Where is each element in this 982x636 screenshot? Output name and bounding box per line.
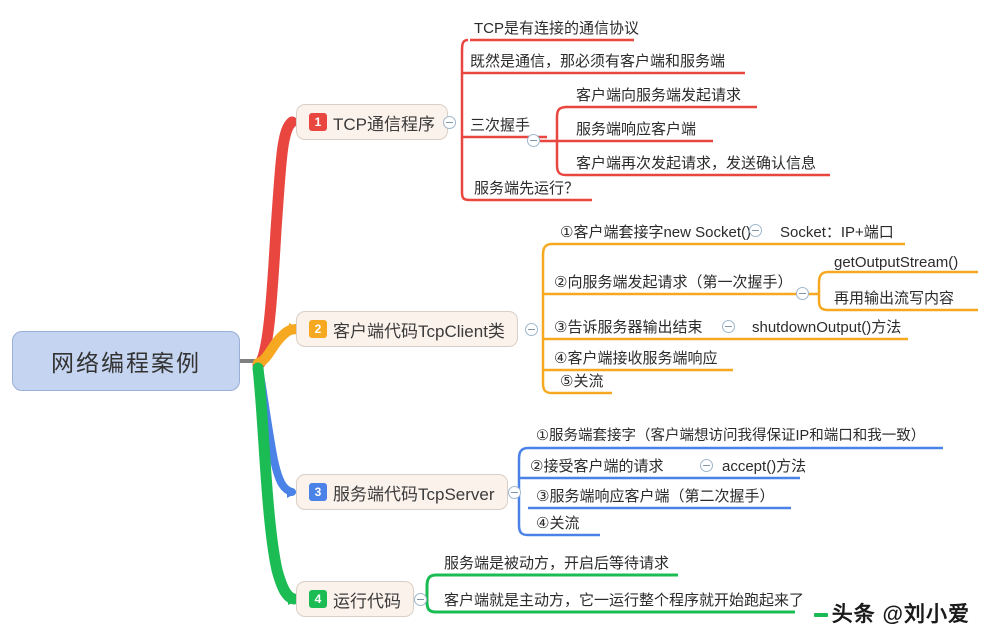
leaf-hs-client-confirm[interactable]: 客户端再次发起请求，发送确认信息: [576, 155, 817, 172]
leaf-client-send-request[interactable]: ②向服务端发起请求（第一次握手）: [554, 274, 793, 291]
branch-label-4: 运行代码: [333, 591, 401, 611]
leaf-accept-client-request[interactable]: ②接受客户端的请求: [530, 458, 664, 475]
leaf-client-socket[interactable]: ①客户端套接字new Socket(): [560, 224, 751, 241]
branch-badge-3: 3: [309, 483, 327, 501]
branch-node-server[interactable]: 3 服务端代码TcpServer: [296, 474, 508, 510]
collapse-toggle-send-request[interactable]: [796, 287, 809, 300]
leaf-client-active[interactable]: 客户端就是主动方，它一运行整个程序就开始跑起来了: [444, 592, 805, 609]
branch-node-tcp[interactable]: 1 TCP通信程序: [296, 104, 448, 140]
branch-node-run[interactable]: 4 运行代码: [296, 581, 414, 617]
leaf-server-respond-client[interactable]: ③服务端响应客户端（第二次握手）: [536, 488, 775, 505]
collapse-toggle-handshake[interactable]: [527, 134, 540, 147]
collapse-toggle-branch-3[interactable]: [508, 486, 521, 499]
leaf-tell-server-output-end[interactable]: ③告诉服务器输出结束: [554, 319, 703, 336]
wire-branch2-spine: [541, 242, 553, 395]
wire-branch1-spine: [460, 38, 471, 202]
watermark: 头条 @刘小爱: [813, 598, 970, 628]
collapse-toggle-branch-1[interactable]: [443, 116, 456, 129]
root-node-label: 网络编程案例: [51, 350, 201, 376]
collapse-toggle-accept-request[interactable]: [700, 459, 713, 472]
leaf-tcp-client-server[interactable]: 既然是通信，那必须有客户端和服务端: [470, 53, 726, 70]
leaf-socket-ip-port[interactable]: Socket：IP+端口: [780, 224, 894, 241]
collapse-toggle-branch-2[interactable]: [525, 323, 538, 336]
leaf-server-close-stream[interactable]: ④关流: [536, 515, 580, 532]
wire-trunk-4: [252, 362, 300, 605]
leaf-get-output-stream[interactable]: getOutputStream(): [834, 254, 959, 271]
leaf-three-way-handshake[interactable]: 三次握手: [470, 117, 531, 134]
branch-label-1: TCP通信程序: [333, 114, 435, 134]
watermark-text: 头条 @刘小爱: [831, 603, 970, 626]
leaf-hs-client-request[interactable]: 客户端向服务端发起请求: [576, 87, 742, 104]
collapse-toggle-output-end[interactable]: [722, 320, 735, 333]
branch-label-3: 服务端代码TcpServer: [333, 484, 495, 504]
leaf-accept-method[interactable]: accept()方法: [722, 458, 807, 475]
leaf-client-close-stream[interactable]: ⑤关流: [560, 373, 604, 390]
collapse-toggle-client-socket[interactable]: [749, 224, 762, 237]
branch-badge-2: 2: [309, 320, 327, 338]
wire-trunk-2: [253, 324, 301, 368]
root-node[interactable]: 网络编程案例: [12, 331, 240, 391]
wire-outputstream-spine: [817, 270, 829, 312]
branch-label-2: 客户端代码TcpClient类: [333, 321, 505, 341]
wire-handshake-spine: [555, 105, 568, 177]
watermark-dash-icon: [813, 613, 828, 618]
leaf-write-with-output-stream[interactable]: 再用输出流写内容: [834, 290, 955, 307]
leaf-server-passive[interactable]: 服务端是被动方，开启后等待请求: [444, 555, 670, 572]
branch-badge-1: 1: [309, 113, 327, 131]
leaf-hs-server-response[interactable]: 服务端响应客户端: [576, 121, 697, 138]
leaf-client-receive-response[interactable]: ④客户端接收服务端响应: [554, 350, 718, 367]
wire-branch4-spine: [425, 573, 437, 614]
leaf-tcp-protocol[interactable]: TCP是有连接的通信协议: [474, 20, 640, 37]
branch-badge-4: 4: [309, 590, 327, 608]
leaf-server-runs-first[interactable]: 服务端先运行？: [474, 180, 580, 197]
leaf-shutdown-output-method[interactable]: shutdownOutput()方法: [752, 319, 902, 336]
collapse-toggle-branch-4[interactable]: [414, 593, 427, 606]
branch-node-client[interactable]: 2 客户端代码TcpClient类: [296, 311, 518, 347]
wire-trunk-1: [252, 116, 298, 371]
wire-arrow-1: [285, 121, 296, 132]
wire-trunk-3: [255, 365, 296, 496]
leaf-server-socket[interactable]: ①服务端套接字（客户端想访问我得保证IP和端口和我一致）: [536, 428, 926, 444]
